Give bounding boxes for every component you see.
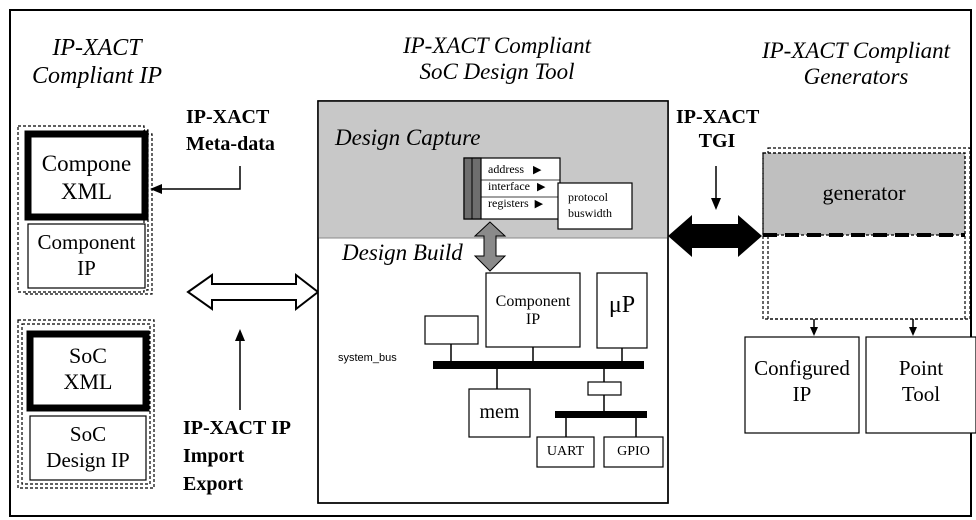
soc-xml-box <box>26 330 150 412</box>
capture-item-interface-label: interface <box>488 179 530 193</box>
protocol-label: protocol buswidth <box>568 189 612 221</box>
right-title-line2: Generators <box>803 64 909 90</box>
right-title: IP-XACT Compliant Generators <box>740 38 972 91</box>
tgi-line2: TGI <box>698 130 736 152</box>
diagram-frame <box>9 9 972 517</box>
tgi-label: IP-XACT TGI <box>676 105 760 153</box>
tgi-double-arrow <box>668 215 762 257</box>
soc-design-ip-label: SoC Design IP <box>30 421 146 474</box>
small-component-box <box>424 315 479 345</box>
soc-xml-label: SoC XML <box>30 343 146 396</box>
configured-ip-label: Configured IP <box>745 355 859 408</box>
right-title-line1: IP-XACT Compliant <box>761 38 951 63</box>
bus-bridge-box <box>587 381 622 396</box>
capture-build-connector <box>473 221 507 272</box>
metadata-connector <box>160 166 241 190</box>
system-bus-label: system_bus <box>338 352 397 364</box>
configured-ip-line1: Configured <box>754 356 850 380</box>
component-ip-line2: IP <box>77 256 96 281</box>
protocol-line2: buswidth <box>568 206 613 221</box>
point-tool-arrowhead <box>909 327 917 336</box>
component-ip-box <box>27 223 146 289</box>
metadata-line1: IP-XACT <box>186 106 270 128</box>
generator-box <box>762 152 966 236</box>
soc-design-ip-line1: SoC <box>69 422 107 446</box>
component-xml-line2: XML <box>60 178 113 204</box>
soc-xml-line2: XML <box>63 369 113 395</box>
configured-ip-arrowhead <box>810 327 818 336</box>
capture-item-registers-label: registers <box>488 196 529 210</box>
capture-item-address: address ▶ <box>488 162 542 177</box>
metadata-arrowhead <box>150 184 162 194</box>
left-title-line2: Compliant IP <box>32 62 162 89</box>
generator-label: generator <box>822 180 906 205</box>
left-title-line1: IP-XACT <box>52 35 142 61</box>
peripheral-bus-line <box>555 411 647 418</box>
import-export-line3: Export <box>183 473 243 495</box>
build-component-ip-line1: Component <box>495 293 571 310</box>
soc-stack-outline <box>17 319 155 489</box>
build-component-ip-line2: IP <box>525 311 541 329</box>
import-export-arrowhead <box>235 329 245 341</box>
capture-item-interface: interface ▶ <box>488 179 546 194</box>
capture-item-registers: registers ▶ <box>488 196 544 211</box>
center-title-line2: SoC Design Tool <box>419 59 575 85</box>
build-component-ip-box <box>485 272 581 348</box>
design-build-label: Design Build <box>342 240 463 265</box>
import-export-line2: Import <box>183 445 245 467</box>
point-tool-line2: Tool <box>901 382 941 407</box>
configured-ip-box <box>744 336 860 434</box>
uart-box <box>536 436 595 468</box>
metadata-line2: Meta-data <box>186 133 275 155</box>
build-component-ip-label: Component IP <box>486 293 580 330</box>
import-export-double-arrow <box>186 272 320 312</box>
soc-design-ip-line2: Design IP <box>46 448 130 473</box>
soc-design-ip-box <box>29 415 147 481</box>
import-export-label: IP-XACT IP Import Export <box>183 414 291 498</box>
capture-item-registers-arrow-icon: ▶ <box>534 198 544 210</box>
mem-label: mem <box>479 401 520 423</box>
uart-label: UART <box>546 444 585 459</box>
point-tool-box <box>865 336 976 434</box>
point-tool-label: Point Tool <box>866 355 976 408</box>
gpio-box <box>603 436 664 468</box>
configured-ip-line2: IP <box>792 382 812 407</box>
capture-item-address-label: address <box>488 162 524 176</box>
component-ip-line1: Component <box>37 230 136 254</box>
component-ip-label: Component IP <box>28 229 145 282</box>
metadata-label: IP-XACT Meta-data <box>186 104 275 158</box>
protocol-line1: protocol <box>568 190 608 204</box>
soc-stack-outline-inner <box>21 323 151 485</box>
mem-box <box>468 388 531 438</box>
center-title-line1: IP-XACT Compliant <box>402 33 592 58</box>
component-xml-label: Compone XML <box>28 150 145 205</box>
gpio-label: GPIO <box>617 444 650 459</box>
point-tool-line1: Point <box>898 356 944 380</box>
soc-xml-line1: SoC <box>69 343 107 368</box>
component-xml-box <box>24 130 149 221</box>
design-capture-label: Design Capture <box>335 125 481 150</box>
tgi-line1: IP-XACT <box>676 106 760 128</box>
tgi-arrowhead <box>711 198 721 210</box>
system-bus-line <box>433 361 644 369</box>
import-export-line1: IP-XACT IP <box>183 417 291 439</box>
capture-item-address-arrow-icon: ▶ <box>533 164 542 176</box>
protocol-box <box>557 182 633 230</box>
micro-p-label: μP <box>608 292 636 318</box>
center-title: IP-XACT Compliant SoC Design Tool <box>372 33 622 86</box>
soc-design-tool-border <box>317 100 669 504</box>
micro-p-box <box>596 272 648 349</box>
capture-item-interface-arrow-icon: ▶ <box>536 181 546 193</box>
left-title: IP-XACT Compliant IP <box>22 35 172 90</box>
component-xml-line1: Compone <box>41 151 132 176</box>
